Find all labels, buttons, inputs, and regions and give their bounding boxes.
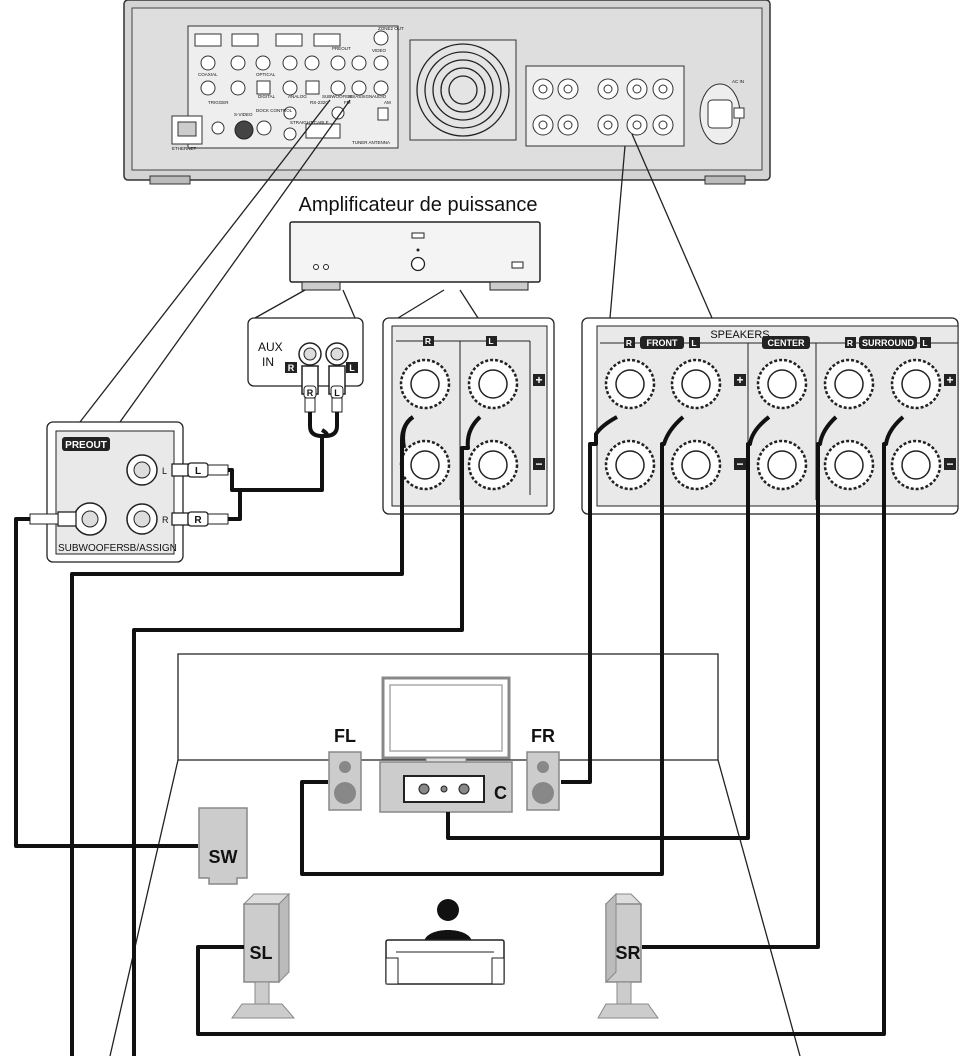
- front-r-mark: R: [626, 338, 632, 348]
- aux-plug-l-mark: L: [334, 388, 340, 398]
- receiver-binding-posts: [604, 358, 942, 491]
- surround-plus-mark: +: [946, 373, 953, 387]
- amp-binding-posts: [399, 358, 519, 491]
- center-speaker-label: C: [494, 783, 507, 803]
- sl-label: SL: [249, 943, 272, 963]
- television: [381, 676, 511, 765]
- center-label: CENTER: [767, 338, 805, 348]
- trigger-port-label: TRIGGER: [208, 100, 229, 105]
- ethernet-port-label: ETHERNET: [172, 146, 197, 151]
- power-amplifier-title: Amplificateur de puissance: [298, 194, 537, 216]
- listener-on-sofa: [385, 899, 505, 985]
- surround-right-speaker: SR: [597, 892, 659, 1019]
- preout-plug-r-mark: R: [194, 515, 202, 526]
- aux-plug-r-mark: R: [307, 388, 314, 398]
- front-label: FRONT: [647, 338, 678, 348]
- digital-label: DIGITAL: [258, 94, 276, 99]
- straight-cable-label: STRAIGHT CABLE: [290, 120, 329, 125]
- connection-cables: [14, 412, 905, 1056]
- sr-label: SR: [615, 943, 640, 963]
- preout-panel: PREOUT L R SUBWOOFER SB/ASSIGN: [46, 99, 351, 563]
- cooling-fan-grille: [409, 39, 517, 141]
- surround-label: SURROUND: [862, 338, 915, 348]
- ac-inlet: [699, 83, 745, 145]
- fr-label: FR: [531, 726, 555, 746]
- fm-antenna-label: FM: [344, 100, 351, 105]
- video-label: VIDEO: [372, 48, 387, 53]
- audio-label: AUDIO: [372, 94, 387, 99]
- amp-terminal-r-mark: R: [425, 336, 431, 346]
- front-l-mark: L: [691, 338, 696, 348]
- subwoofer-label: SUBWOOFER: [58, 543, 124, 554]
- ac-in-label: AC IN: [732, 79, 744, 84]
- svideo-port-label: S-VIDEO: [234, 112, 253, 117]
- aux-r-mark: R: [288, 363, 295, 373]
- tuner-antenna-label: TUNER ANTENNA: [352, 140, 390, 145]
- subwoofer-speaker: SW: [198, 807, 248, 885]
- digital-optical-label: OPTICAL: [256, 72, 276, 77]
- preout-r-mark: R: [162, 515, 169, 525]
- surround-minus-mark: −: [946, 457, 953, 471]
- aux-label: AUX: [258, 340, 283, 354]
- aux-rca-plugs: R L: [301, 365, 346, 413]
- amplifier-speaker-terminals: R L + −: [382, 317, 555, 515]
- front-left-speaker: FL: [328, 726, 362, 811]
- receiver-speaker-terminals: [525, 65, 685, 147]
- preout-plug-l-mark: L: [195, 466, 201, 477]
- surround-l-mark: L: [922, 338, 927, 348]
- av-receiver-rear-panel: ETHERNET TRIGGER S-VIDEO DOCK CONTROL RS…: [123, 0, 771, 185]
- amp-plus-mark: +: [535, 373, 542, 387]
- digital-coaxial-label: COAXIAL: [198, 72, 218, 77]
- am-antenna-label: AM: [384, 100, 391, 105]
- sbassign-label: SB/ASSIGN: [123, 543, 177, 554]
- front-plus-mark: +: [736, 373, 743, 387]
- zone2-out-label: ZONE2 OUT: [378, 26, 404, 31]
- preout-title: PREOUT: [65, 440, 107, 451]
- fl-label: FL: [334, 726, 356, 746]
- receiver-preout-label: PREOUT: [332, 46, 351, 51]
- tv-stand-center-speaker: C: [379, 761, 513, 813]
- power-amplifier: Amplificateur de puissance: [254, 194, 541, 319]
- surround-r-mark: R: [847, 338, 853, 348]
- preout-rca-plugs: L R: [29, 462, 229, 527]
- surround-left-speaker: SL: [231, 892, 296, 1019]
- rs232c-label: RS-232C: [310, 100, 329, 105]
- in-label: IN: [262, 355, 274, 369]
- receiver-sbassign-label: SB/ASSIGN: [348, 94, 372, 99]
- speakers-panel-title: SPEAKERS: [710, 329, 769, 341]
- aux-l-mark: L: [349, 363, 355, 373]
- amp-minus-mark: −: [535, 457, 542, 471]
- front-minus-mark: −: [736, 457, 743, 471]
- sw-label: SW: [209, 847, 238, 867]
- analog-label: ANALOG: [288, 94, 307, 99]
- preout-l-mark: L: [162, 466, 167, 476]
- dock-control-label: DOCK CONTROL: [256, 108, 293, 113]
- front-right-speaker: FR: [526, 726, 560, 811]
- receiver-subwoofer-label: SUBWOOFER: [322, 94, 352, 99]
- receiver-speakers-panel: SPEAKERS R FRONT L CENTER R SURROUND L: [581, 133, 959, 515]
- amp-terminal-l-mark: L: [488, 336, 493, 346]
